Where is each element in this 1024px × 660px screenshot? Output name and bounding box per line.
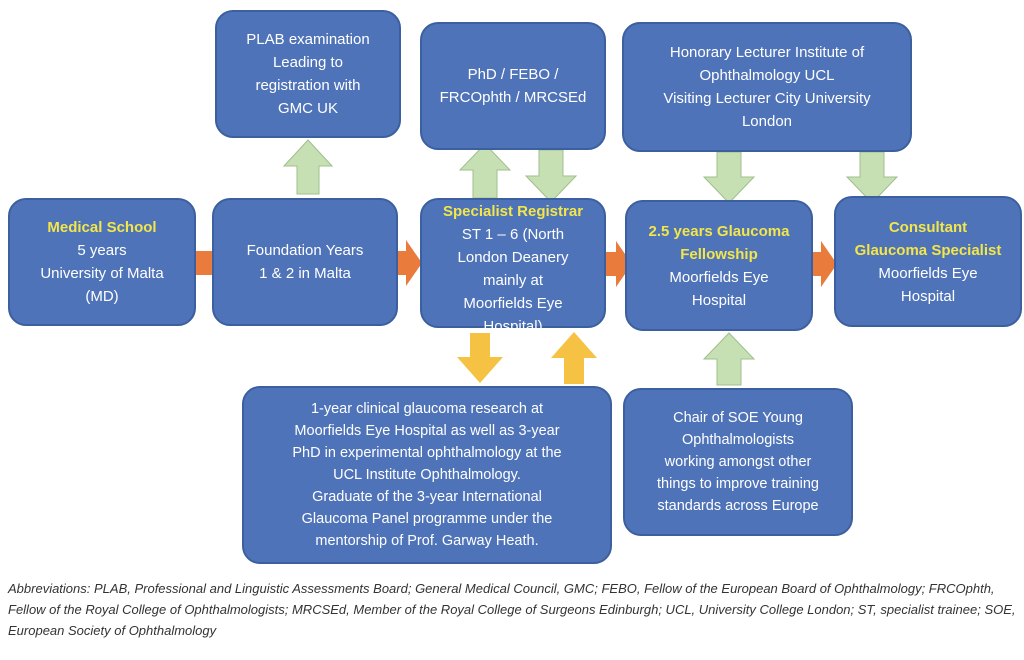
caption-line: Fellow of the Royal College of Ophthalmo… [8, 602, 1016, 617]
box-foundation-years: Foundation Years 1 & 2 in Malta [212, 198, 398, 326]
box-text-line: PLAB examination [246, 31, 370, 48]
arrow-lecturer-to-fellowship [702, 151, 756, 204]
box-text-line: Hospital) [483, 318, 543, 335]
box-specialist-registrar: Specialist Registrar ST 1 – 6 (North Lon… [420, 198, 606, 335]
box-text-line: Foundation Years [246, 242, 364, 259]
caption-line: Abbreviations: PLAB, Professional and Li… [8, 581, 995, 596]
box-honorary-lecturer: Honorary Lecturer Institute of Ophthalmo… [622, 22, 912, 152]
box-plab-examination: PLAB examination Leading to registration… [215, 10, 401, 138]
box-text-line: Graduate of the 3-year International [312, 489, 542, 505]
box-text-line: PhD in experimental ophthalmology at the [292, 445, 562, 461]
box-text-line: Moorfields Eye [878, 264, 978, 282]
box-research: 1-year clinical glaucoma research at Moo… [242, 386, 612, 564]
box-text-line: GMC UK [278, 100, 338, 117]
consultant-title-line: Consultant [888, 218, 968, 236]
box-glaucoma-fellowship: 2.5 years Glaucoma Fellowship Moorfields… [625, 200, 813, 331]
box-text-line: mainly at [482, 272, 544, 289]
box-text-line: UCL Institute Ophthalmology. [333, 467, 521, 483]
specialist-registrar-title: Specialist Registrar [442, 203, 584, 220]
arrow-registrar-to-research [457, 333, 503, 383]
box-text-line: FRCOphth / MRCSEd [439, 89, 587, 106]
arrow-registrar-to-phd [458, 143, 512, 199]
box-text-line: ST 1 – 6 (North [461, 226, 565, 243]
box-text-line: 1 & 2 in Malta [259, 265, 351, 282]
arrow-phd-to-registrar [524, 149, 578, 203]
box-text-line: 5 years [77, 242, 127, 259]
box-text-line: Ophthalmology UCL [699, 67, 835, 84]
box-text-line: things to improve training [657, 476, 819, 492]
box-text-line: 1-year clinical glaucoma research at [310, 401, 544, 417]
box-text-line: Chair of SOE Young [673, 410, 803, 426]
box-text-line: Glaucoma Panel programme under the [301, 511, 553, 527]
caption-line: European Society of Ophthalmology [8, 623, 217, 638]
box-text-line: working amongst other [664, 454, 812, 470]
arrow-chair-to-fellowship [702, 332, 756, 386]
box-text-line: Moorfields Eye Hospital as well as 3-yea… [294, 423, 560, 439]
box-text-line: standards across Europe [657, 498, 819, 514]
box-text-line: Ophthalmologists [681, 432, 795, 448]
arrow-lecturer-to-consultant [845, 151, 899, 204]
box-text-line: University of Malta [40, 265, 164, 282]
box-text-line: Moorfields Eye [463, 295, 563, 312]
abbreviations-caption: Abbreviations: PLAB, Professional and Li… [8, 578, 1018, 641]
fellowship-title-line: 2.5 years Glaucoma [648, 222, 790, 240]
box-text-line: Leading to [272, 54, 344, 71]
box-text-line: Honorary Lecturer Institute of [669, 44, 865, 61]
box-text-line: registration with [255, 77, 361, 94]
box-text-line: PhD / FEBO / [467, 66, 559, 83]
box-text-line: Hospital [900, 287, 956, 305]
box-chair-soe: Chair of SOE Young Ophthalmologists work… [623, 388, 853, 536]
box-text-line: mentorship of Prof. Garway Heath. [315, 533, 539, 549]
box-medical-school: Medical School 5 years University of Mal… [8, 198, 196, 326]
consultant-title-line: Glaucoma Specialist [854, 241, 1002, 259]
arrow-research-to-registrar [551, 332, 597, 384]
box-text-line: London [741, 113, 793, 130]
box-text-line: Moorfields Eye [669, 268, 769, 286]
box-phd-febo: PhD / FEBO / FRCOphth / MRCSEd [420, 22, 606, 150]
box-text-line: Visiting Lecturer City University [663, 90, 871, 107]
arrow-foundation-to-plab [282, 139, 334, 195]
box-text-line: (MD) [85, 288, 119, 305]
box-text-line: Hospital [691, 291, 747, 309]
box-text-line: London Deanery [457, 249, 569, 266]
box-consultant: Consultant Glaucoma Specialist Moorfield… [834, 196, 1022, 327]
medical-school-title: Medical School [47, 219, 157, 236]
fellowship-title-line: Fellowship [680, 245, 758, 263]
